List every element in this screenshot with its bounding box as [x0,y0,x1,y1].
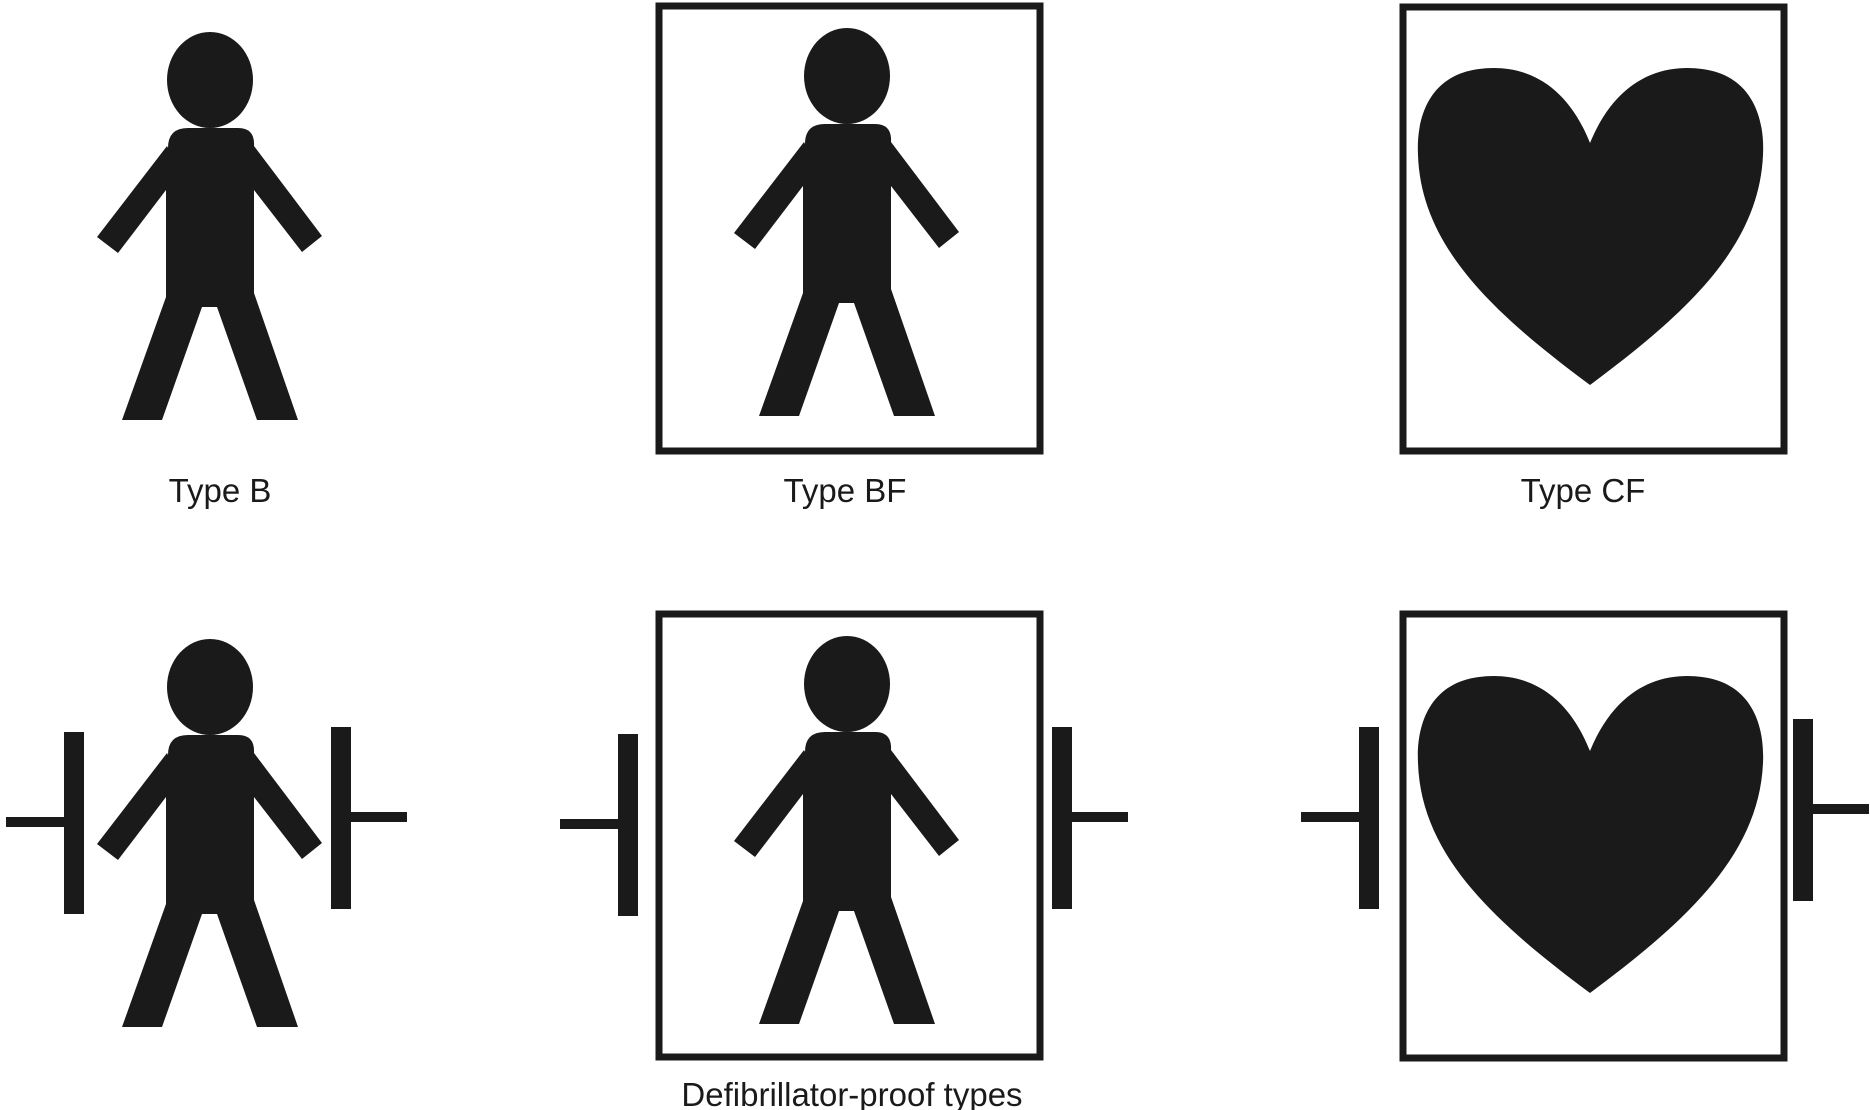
type-b-caption: Type B [169,472,272,509]
defib-bar-right-icon [1793,719,1869,901]
person-icon [97,639,322,1027]
defib-bar-left-icon [1301,727,1379,909]
defib-bar-right-icon [331,727,407,909]
type-bf-caption: Type BF [784,472,907,509]
heart-icon [1417,676,1764,993]
defib-bar-left-icon [560,734,638,916]
heart-icon [1417,68,1764,385]
symbol-frame [1399,3,1788,455]
defib-type-bf-symbol [560,610,1128,1061]
symbol-frame [655,610,1044,1061]
defib-type-b-symbol [6,639,407,1027]
defib-type-cf-symbol [1301,610,1869,1062]
symbol-frame [1399,610,1788,1062]
symbol-frame [655,2,1044,455]
defib-bar-right-icon [1052,727,1128,909]
person-icon [734,636,959,1024]
type-bf-symbol [655,2,1044,455]
type-b-symbol [97,32,322,420]
type-cf-caption: Type CF [1521,472,1646,509]
person-icon [734,28,959,416]
type-cf-symbol [1399,3,1788,455]
defib-bar-left-icon [6,732,84,914]
defibrillator-proof-caption: Defibrillator-proof types [681,1076,1022,1110]
person-icon [97,32,322,420]
